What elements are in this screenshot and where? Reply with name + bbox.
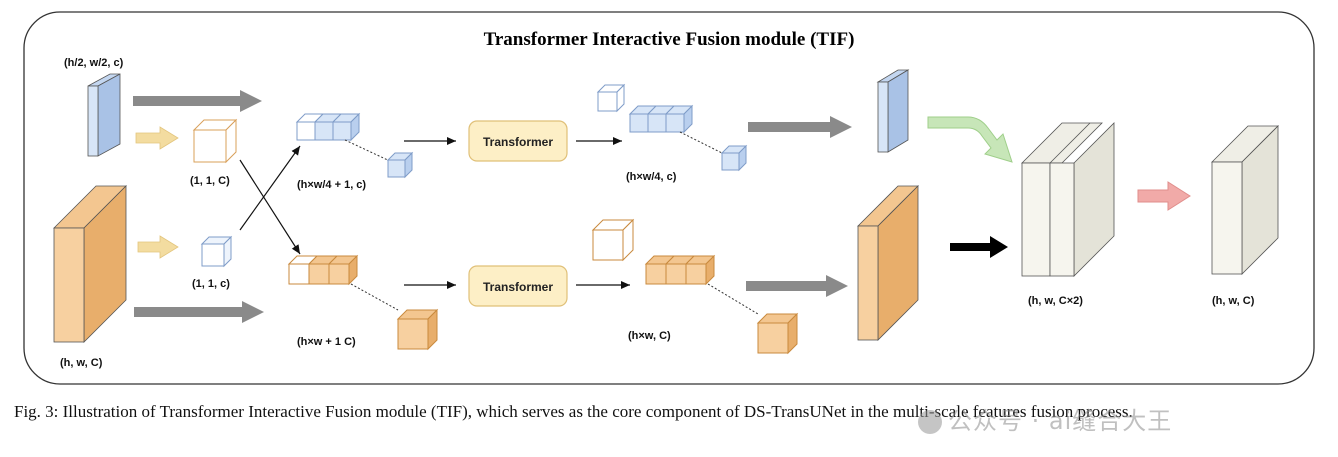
cross-arrow-up xyxy=(239,145,301,231)
gray-arrow-top-out xyxy=(748,116,852,138)
transformer-block-top: Transformer xyxy=(468,120,568,162)
yellow-arrow-bottom xyxy=(137,235,179,259)
transformer-block-bottom: Transformer xyxy=(468,265,568,307)
black-arrow-concat xyxy=(950,236,1008,258)
bottom-input-feature-map xyxy=(53,185,127,343)
top-output-tokens xyxy=(596,83,748,172)
concat-feature-map xyxy=(1021,122,1115,277)
out-bottom-label: (h×w, C) xyxy=(628,330,671,342)
green-arrow-concat xyxy=(927,116,1013,163)
pink-arrow-output xyxy=(1137,181,1191,211)
seq-bottom-label: (h×w + 1 C) xyxy=(297,336,356,348)
bottom-output-tokens xyxy=(591,218,799,355)
seq-top-label: (h×w/4 + 1, c) xyxy=(297,179,366,191)
bottom-token-sequence xyxy=(287,254,439,351)
concat-label: (h, w, C×2) xyxy=(1028,295,1083,307)
wechat-icon xyxy=(918,410,942,434)
watermark: 公众号 · ai缝合大王 xyxy=(918,401,1172,436)
yellow-arrow-top xyxy=(135,126,179,150)
final-feature-map xyxy=(1211,125,1279,275)
figure-caption: Fig. 3: Illustration of Transformer Inte… xyxy=(14,402,1133,421)
diagram-title: Transformer Interactive Fusion module (T… xyxy=(484,29,855,50)
gray-arrow-bottom-out xyxy=(746,275,848,297)
pooled-cube-top xyxy=(192,118,238,164)
bottom-reshaped-feature-map xyxy=(857,185,919,341)
out-top-label: (h×w/4, c) xyxy=(626,171,677,183)
top-reshaped-feature-map xyxy=(876,69,910,153)
pool-top-label: (1, 1, C) xyxy=(190,175,230,187)
top-input-feature-map xyxy=(87,73,121,157)
gray-arrow-top-in xyxy=(133,90,262,112)
final-label: (h, w, C) xyxy=(1212,295,1255,307)
pooled-cube-bottom xyxy=(200,235,233,268)
watermark-text: 公众号 · ai缝合大王 xyxy=(948,407,1173,435)
transformer-bottom-label: Transformer xyxy=(483,280,553,294)
module-frame xyxy=(23,11,1315,385)
top-token-sequence xyxy=(295,112,414,179)
transformer-top-label: Transformer xyxy=(483,135,553,149)
gray-arrow-bottom-in xyxy=(134,301,264,323)
bottom-input-label: (h, w, C) xyxy=(60,357,103,369)
pool-bottom-label: (1, 1, c) xyxy=(192,278,230,290)
cross-arrow-down xyxy=(239,159,301,255)
top-input-label: (h/2, w/2, c) xyxy=(64,57,124,69)
